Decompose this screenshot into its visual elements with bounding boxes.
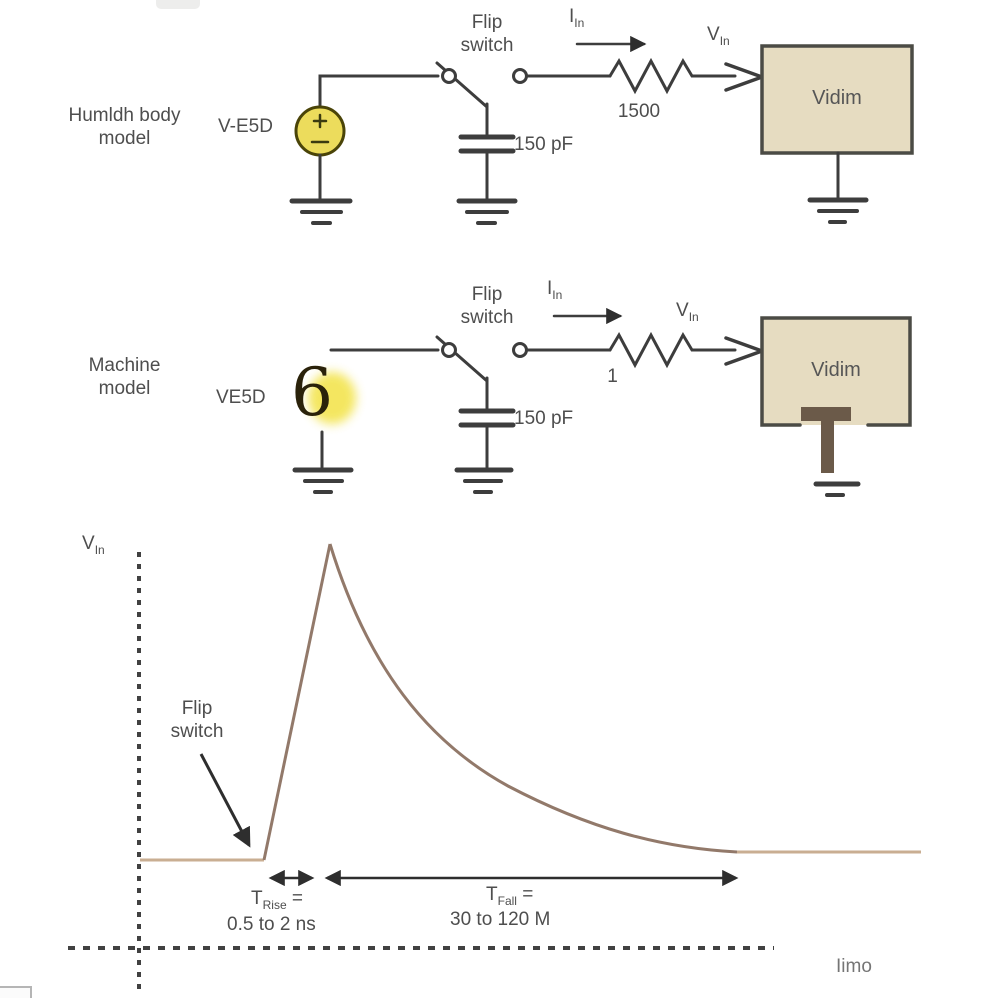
mm-current-label: IIn [547,278,562,301]
hbm-source-label: V-E5D [218,116,273,137]
t-rise-subscript: Rise [262,897,287,912]
graph-y-axis-label: VIn [82,533,105,556]
hbm-current-subscript: In [574,15,585,30]
mm-switch-label-line1: Flip [471,284,503,305]
mm-model-label-line1: Machine [88,355,161,376]
hbm-model-label-line2: model [98,128,151,149]
mm-capacitor-value: 150 pF [514,408,574,429]
mm-switch-contact-right [512,342,528,358]
hbm-voltage-label: VIn [707,24,730,47]
hbm-current-label: IIn [569,6,584,29]
hbm-switch-label-line1: Flip [471,12,503,33]
t-fall-subscript: Fall [497,893,517,908]
mm-source-label: VE5D [216,387,266,408]
graph-x-axis-label: Iimo [836,956,872,977]
mm-box-pin-t [801,407,851,421]
hbm-resistor-value: 1500 [617,101,661,122]
t-fall-equals: = [516,884,534,905]
scan-artifact-corner [0,986,32,998]
t-rise-equals: = [286,888,303,909]
mm-box-label: Vidim [811,359,861,381]
t-fall-label: TFall = [486,884,533,907]
hbm-resistor [608,57,737,95]
hbm-voltage-symbol: V [707,24,720,45]
hbm-current-symbol: I [569,6,575,27]
mm-highlighted-digit: 6 [291,354,333,431]
t-rise-symbol: T [251,888,263,909]
hbm-switch-contact-right [512,68,528,84]
mm-voltage-subscript: In [688,309,699,324]
mm-resistor [608,331,737,369]
graph-y-subscript: In [94,542,105,557]
mm-input-arrowhead [724,336,764,366]
mm-voltage-symbol: V [676,300,689,321]
t-fall-value: 30 to 120 M [450,909,551,930]
waveform-rise [262,543,332,861]
t-rise-value: 0.5 to 2 ns [227,914,316,935]
plus-sign-icon [312,113,328,129]
scan-artifact-smudge [156,0,200,9]
mm-model-label-line2: model [98,378,151,399]
t-fall-symbol: T [486,884,498,905]
graph-y-symbol: V [82,533,95,554]
mm-box-pin-t [821,421,834,473]
t-rise-label: TRise = [251,888,303,911]
waveform-decay [328,543,738,854]
mm-resistor-value: 1 [607,366,618,387]
hbm-switch-label-line2: switch [460,35,514,56]
mm-current-symbol: I [547,278,553,299]
hbm-switch-contact-left [441,68,457,84]
mm-current-subscript: In [552,287,563,302]
hbm-model-label-line1: Humldh body [68,105,181,126]
mm-device-box-border [760,316,912,427]
flip-switch-pointer-arrow [199,753,251,848]
mm-switch-contact-left [441,342,457,358]
hbm-voltage-subscript: In [719,33,730,48]
hbm-input-arrowhead [724,62,764,92]
hbm-box-label: Vidim [812,87,862,109]
graph-annotation-line2: switch [170,721,224,742]
hbm-source-wire [318,74,440,109]
mm-switch-label-line2: switch [460,307,514,328]
hbm-device-box [760,44,914,155]
graph-annotation-line1: Flip [181,698,213,719]
hbm-capacitor-value: 150 pF [514,134,574,155]
mm-voltage-label: VIn [676,300,699,323]
yellow-highlight [308,372,356,424]
